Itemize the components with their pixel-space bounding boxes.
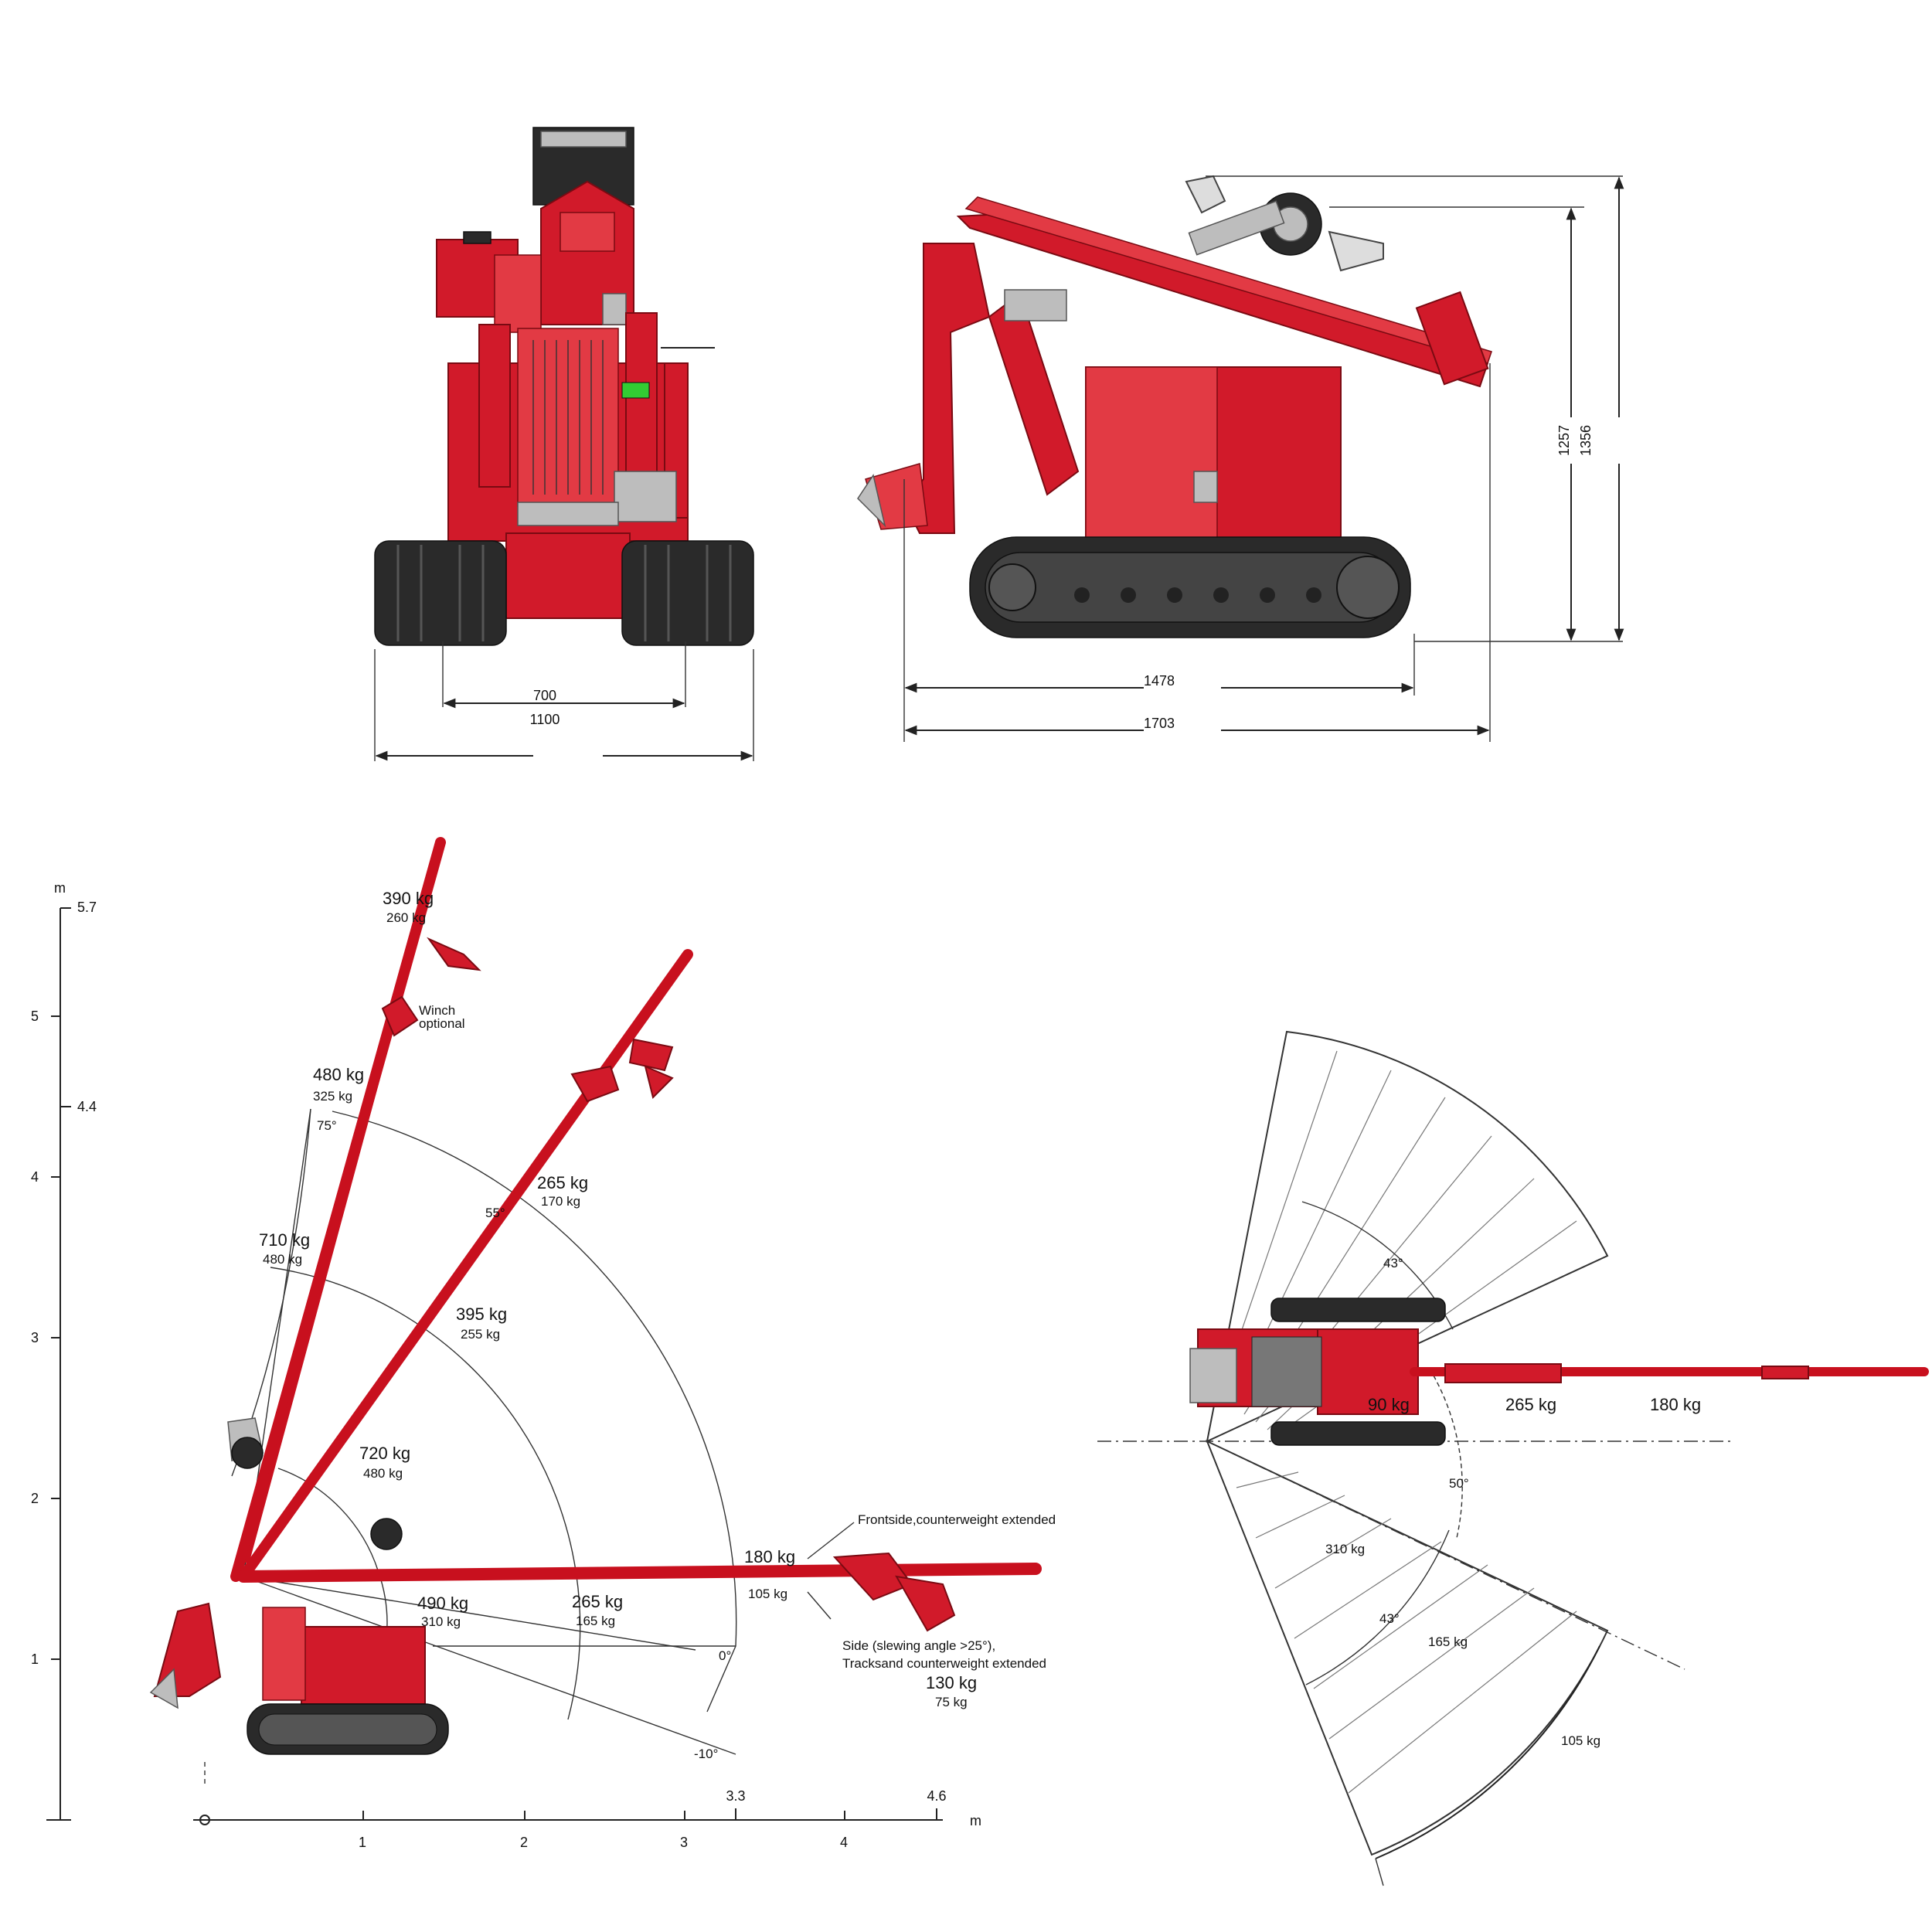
dim-height-inner: 1257: [1556, 425, 1572, 456]
dim-length-overall: 1703: [1144, 716, 1175, 731]
top-angle-upper: 43°: [1383, 1256, 1403, 1270]
load-label-main: 265 kg: [572, 1592, 623, 1611]
top-boom-label: 90 kg: [1368, 1395, 1410, 1414]
x-tick-4: 4: [840, 1835, 848, 1850]
top-angle-lower: 43°: [1379, 1611, 1400, 1626]
top-view-machine: [1189, 1298, 1929, 1446]
load-label-sub: 480 kg: [263, 1252, 302, 1267]
front-view-dimensions: 700 1100: [374, 641, 754, 761]
angle-75: 75°: [317, 1118, 337, 1133]
top-view-labels: 43° 50° 43° 90 kg 265 kg 180 kg 310 kg 1…: [1325, 1256, 1701, 1748]
top-angle-mid: 50°: [1449, 1476, 1469, 1491]
load-label-sub: 325 kg: [313, 1089, 352, 1104]
y-tick-2: 2: [31, 1491, 39, 1506]
top-view-sectors: [1097, 1030, 1731, 1886]
winch-note-line1: Winch: [419, 1003, 455, 1018]
sector-label: 165 kg: [1428, 1634, 1468, 1649]
note-side-line2: Tracksand counterweight extended: [842, 1656, 1046, 1671]
y-axis-unit: m: [54, 880, 66, 896]
dim-length-inner: 1478: [1144, 673, 1175, 689]
load-label-sub: 480 kg: [363, 1466, 403, 1481]
load-label-sub: 255 kg: [461, 1327, 500, 1342]
y-mark-5-7: 5.7: [77, 900, 97, 915]
dim-track-gauge: 700: [533, 688, 556, 703]
sector-label: 310 kg: [1325, 1542, 1365, 1556]
load-label-main: 180 kg: [744, 1547, 795, 1566]
x-mark-3-3: 3.3: [726, 1788, 745, 1804]
note-frontside: Frontside,counterweight extended: [858, 1512, 1056, 1527]
dim-overall-width: 1100: [530, 712, 560, 727]
winch-note-line2: optional: [419, 1016, 465, 1031]
load-label-main: 130 kg: [926, 1673, 977, 1692]
sector-label: 105 kg: [1561, 1733, 1600, 1748]
load-chart-booms: [149, 837, 1042, 1755]
load-label-main: 390 kg: [383, 889, 434, 908]
y-tick-1: 1: [31, 1651, 39, 1667]
load-chart-axes: m 1 2 3 4 5 4.4 5.7 1 2 3 4 3.3 4.6 m: [31, 880, 981, 1850]
x-axis-unit: m: [970, 1813, 981, 1828]
load-label-main: 395 kg: [456, 1304, 507, 1324]
load-label-main: 265 kg: [537, 1173, 588, 1192]
y-tick-5: 5: [31, 1009, 39, 1024]
load-label-sub: 260 kg: [386, 910, 426, 925]
load-label-main: 710 kg: [259, 1230, 310, 1250]
load-label-sub: 165 kg: [576, 1614, 615, 1628]
angle-55: 55°: [485, 1206, 505, 1220]
y-tick-3: 3: [31, 1330, 39, 1345]
load-label-sub: 170 kg: [541, 1194, 580, 1209]
y-tick-4: 4: [31, 1169, 39, 1185]
y-mark-4-4: 4.4: [77, 1099, 97, 1114]
side-view-dimensions: 1478 1703 1257 1356: [903, 175, 1624, 742]
load-label-main: 490 kg: [417, 1594, 468, 1613]
load-label-main: 480 kg: [313, 1065, 364, 1084]
load-chart-labels: 390 kg 260 kg Winch optional 480 kg 325 …: [259, 889, 1056, 1761]
load-label-main: 720 kg: [359, 1444, 410, 1463]
x-tick-1: 1: [359, 1835, 366, 1850]
load-label-sub: 310 kg: [421, 1614, 461, 1629]
top-boom-label: 180 kg: [1650, 1395, 1701, 1414]
x-mark-4-6: 4.6: [927, 1788, 946, 1804]
angle-minus-10: -10°: [694, 1747, 718, 1761]
dim-height-overall: 1356: [1578, 425, 1594, 456]
angle-0: 0°: [719, 1648, 731, 1663]
note-side-line1: Side (slewing angle >25°),: [842, 1638, 995, 1653]
front-view-machine: [374, 127, 754, 646]
load-label-sub: 75 kg: [935, 1695, 968, 1709]
top-boom-label: 265 kg: [1505, 1395, 1556, 1414]
side-view-machine: [857, 175, 1492, 638]
x-tick-3: 3: [680, 1835, 688, 1850]
x-tick-2: 2: [520, 1835, 528, 1850]
load-label-sub: 105 kg: [748, 1587, 787, 1601]
